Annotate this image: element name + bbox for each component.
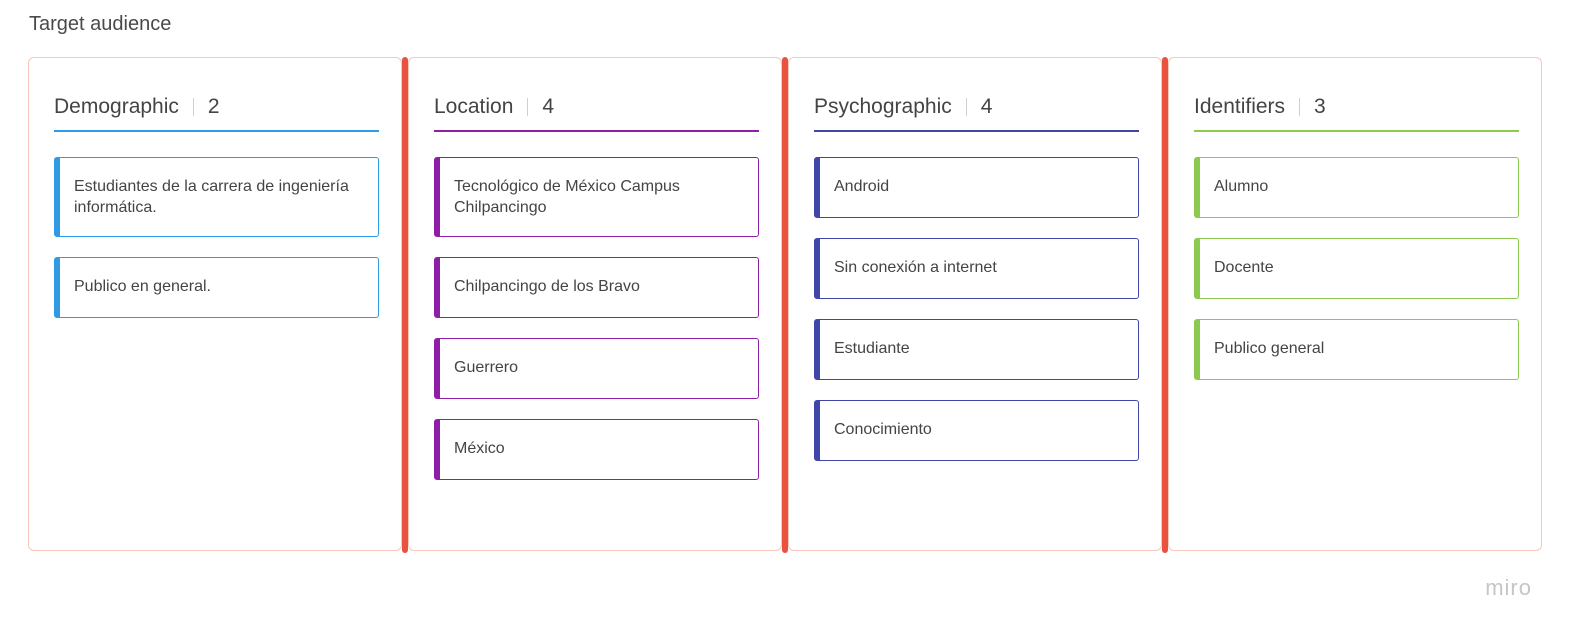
column-header: Demographic 2 (54, 82, 379, 132)
column-underline (54, 130, 379, 132)
column-count: 4 (980, 95, 993, 118)
header-divider (1299, 98, 1301, 116)
column-underline (434, 130, 759, 132)
card-list: Estudiantes de la carrera de ingeniería … (54, 157, 379, 338)
card[interactable]: Android (814, 157, 1139, 218)
card[interactable]: Publico general (1194, 319, 1519, 380)
column-identifiers[interactable]: Identifiers 3 Alumno Docente Publico gen… (1168, 57, 1542, 551)
card[interactable]: Tecnológico de México Campus Chilpancing… (434, 157, 759, 237)
column-separator (782, 57, 788, 553)
card[interactable]: Conocimiento (814, 400, 1139, 461)
column-count: 3 (1314, 95, 1326, 118)
column-underline (814, 130, 1139, 132)
card[interactable]: Alumno (1194, 157, 1519, 218)
card[interactable]: Publico en general. (54, 257, 379, 318)
column-separator (1162, 57, 1168, 553)
card-list: Alumno Docente Publico general (1194, 157, 1519, 400)
column-underline (1194, 130, 1519, 132)
column-title: Location (434, 95, 514, 118)
card-list: Tecnológico de México Campus Chilpancing… (434, 157, 759, 500)
frame-title: Target audience (29, 13, 172, 35)
column-psychographic[interactable]: Psychographic 4 Android Sin conexión a i… (788, 57, 1162, 551)
column-header: Psychographic 4 (814, 82, 1139, 132)
column-title: Demographic (54, 95, 179, 118)
card[interactable]: Guerrero (434, 338, 759, 399)
column-count: 4 (542, 95, 555, 118)
column-location[interactable]: Location 4 Tecnológico de México Campus … (408, 57, 782, 551)
header-divider (965, 98, 967, 116)
card[interactable]: Chilpancingo de los Bravo (434, 257, 759, 318)
column-count: 2 (207, 95, 220, 118)
column-header: Identifiers 3 (1194, 82, 1519, 132)
column-header: Location 4 (434, 82, 759, 132)
card[interactable]: Estudiantes de la carrera de ingeniería … (54, 157, 379, 237)
card[interactable]: Docente (1194, 238, 1519, 299)
header-divider (527, 98, 529, 116)
column-title: Identifiers (1194, 95, 1286, 118)
column-demographic[interactable]: Demographic 2 Estudiantes de la carrera … (28, 57, 402, 551)
column-title: Psychographic (814, 95, 952, 118)
card[interactable]: Sin conexión a internet (814, 238, 1139, 299)
column-separator (402, 57, 408, 553)
header-divider (192, 98, 194, 116)
target-audience-board: Demographic 2 Estudiantes de la carrera … (28, 57, 1544, 553)
card[interactable]: México (434, 419, 759, 480)
card-list: Android Sin conexión a internet Estudian… (814, 157, 1139, 481)
miro-logo: miro (1485, 575, 1532, 600)
card[interactable]: Estudiante (814, 319, 1139, 380)
